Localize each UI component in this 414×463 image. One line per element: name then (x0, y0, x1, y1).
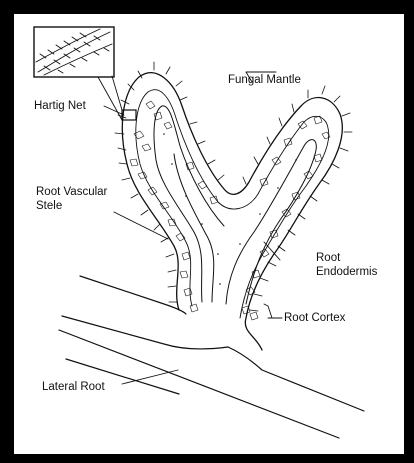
label-root-cortex: Root Cortex (284, 312, 346, 324)
label-lateral-root: Lateral Root (42, 381, 105, 393)
diagram-panel: Hartig Net Fungal Mantle Root Vascular S… (14, 14, 404, 454)
cortex-cell-texture (130, 101, 330, 320)
ectomycorrhiza-diagram: Hartig Net Fungal Mantle Root Vascular S… (14, 14, 404, 454)
label-hartig-net: Hartig Net (34, 100, 87, 112)
leader-lines (104, 72, 282, 384)
label-root-endodermis-2: Endodermis (316, 266, 378, 278)
lateral-root-outline (59, 276, 364, 438)
label-root-vascular-stele-2: Stele (36, 200, 62, 212)
label-fungal-mantle: Fungal Mantle (228, 74, 301, 86)
label-root-endodermis-1: Root (316, 252, 341, 264)
label-root-vascular-stele-1: Root Vascular (36, 186, 108, 198)
mycorrhizal-root-body (115, 62, 352, 350)
